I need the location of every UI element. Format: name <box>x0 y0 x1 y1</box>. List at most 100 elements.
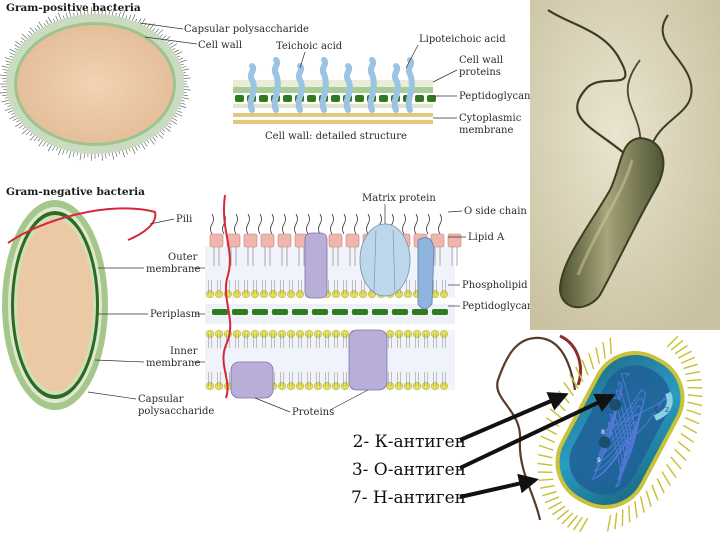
gram-negative-title: Gram-negative bacteria <box>6 186 145 198</box>
teichoic-acid-chains <box>247 57 415 113</box>
pilus <box>7 207 157 244</box>
teichoic-chain <box>405 57 415 113</box>
fimbria <box>680 433 694 443</box>
phospholipid-head <box>269 290 277 298</box>
capsule-hair <box>29 134 36 141</box>
phospholipid-head <box>287 382 295 390</box>
gn-peptidoglycan-bead <box>212 309 228 315</box>
capsule-hair <box>105 152 107 159</box>
antigen-h-label: 7- Н-антиген <box>350 488 466 508</box>
o-side-chain <box>318 213 322 235</box>
flagellum-1 <box>547 9 633 161</box>
phospholipid-head <box>251 330 259 338</box>
gram-positive-cell <box>17 25 173 143</box>
3d-nucleoid <box>591 372 667 488</box>
fimbria <box>548 501 562 510</box>
marker-z: Z <box>665 407 669 414</box>
label-o-side-chain: O side chain <box>464 206 527 217</box>
capsule-hair <box>68 150 72 159</box>
fimbria <box>656 478 665 494</box>
phospholipid-head <box>440 290 448 298</box>
fimbria <box>575 366 584 382</box>
fimbria <box>556 509 570 520</box>
teichoic-chain <box>343 63 353 113</box>
fimbria <box>609 337 612 355</box>
capsule-hair <box>181 68 190 71</box>
fimbria <box>607 515 612 532</box>
marker-9: 9 <box>597 457 601 464</box>
fimbria <box>670 456 682 470</box>
gram-negative-envelope-detail <box>205 194 462 399</box>
label-cytoplasmic-membrane-2: membrane <box>459 125 513 136</box>
phospholipid-head <box>395 382 403 390</box>
gn-peptidoglycan-bead <box>392 309 408 315</box>
phospholipid-head <box>404 290 412 298</box>
o-side-chain <box>342 213 346 235</box>
peptidoglycan-bead <box>355 95 364 102</box>
teichoic-chain <box>391 63 401 113</box>
phospholipid-head <box>296 382 304 390</box>
label-gp-peptidoglycan: Peptidoglycan <box>459 91 531 102</box>
fimbria <box>686 378 702 382</box>
capsule-hair <box>169 43 178 49</box>
lipid-a-head <box>328 233 343 248</box>
o-side-chain <box>330 213 334 235</box>
teichoic-chain <box>295 63 305 113</box>
lipid-a-head <box>277 233 292 248</box>
lipid-a-head <box>447 233 462 248</box>
capsule-hair <box>128 14 132 21</box>
label-inner-membrane-2: membrane <box>146 358 200 369</box>
label-gn-capsular-2: polysaccharide <box>138 406 214 417</box>
capsule-hair <box>157 29 164 36</box>
peptidoglycan-bead <box>379 95 388 102</box>
phospholipid-head <box>233 290 241 298</box>
label-inner-membrane: Inner <box>170 346 198 357</box>
gn-peptidoglycan-bead <box>272 309 288 315</box>
label-cell-wall-proteins-2: proteins <box>459 67 501 78</box>
capsule-hair <box>131 146 136 155</box>
capsule-hair <box>181 97 190 100</box>
fimbria <box>685 417 700 425</box>
fimbria <box>685 371 701 376</box>
capsule-hair <box>65 12 69 19</box>
peptidoglycan-layer <box>235 95 436 102</box>
fimbria <box>687 401 703 407</box>
capsule-hair <box>1 99 10 103</box>
phospholipid-head <box>386 330 394 338</box>
fimbria <box>579 517 589 533</box>
capsule-hair <box>47 16 53 24</box>
capsule-hair <box>176 110 182 113</box>
capsule-hair <box>140 18 146 26</box>
antigen-k-label: 2- К-антиген <box>352 432 466 452</box>
phospholipid-head <box>323 330 331 338</box>
phospholipid-head <box>440 382 448 390</box>
label-cytoplasmic-membrane: Cytoplasmic <box>459 113 522 124</box>
phospholipid-head <box>440 330 448 338</box>
gram-negative-panel: Gram-negative bacteria Pili <box>2 186 534 418</box>
label-outer-membrane: Outer <box>168 252 198 263</box>
capsule-hair <box>154 28 160 34</box>
phospholipid-head <box>386 382 394 390</box>
capsule-hair <box>57 12 62 21</box>
capsule-hair <box>178 105 187 109</box>
fimbria <box>687 394 703 398</box>
capsule-hair <box>38 139 44 147</box>
fimbria <box>581 359 589 376</box>
peptidoglycan-bead <box>259 95 268 102</box>
fimbria <box>561 512 574 525</box>
phospholipid-head <box>413 382 421 390</box>
phospholipid-head <box>215 290 223 298</box>
peptidoglycan-bead <box>427 95 436 102</box>
capsule-hair <box>151 136 157 142</box>
label-gn-peptidoglycan: Peptidoglycan <box>462 301 534 312</box>
fimbria <box>567 515 578 528</box>
3d-flagellum <box>496 336 577 521</box>
antigen-o-label: 3- О-антиген <box>351 460 466 480</box>
peptidoglycan-bead <box>415 95 424 102</box>
o-side-chain <box>210 213 214 235</box>
phospholipid-head <box>206 382 214 390</box>
peptidoglycan-bead <box>331 95 340 102</box>
label-gn-capsular: Capsular <box>138 394 184 405</box>
capsule-hair <box>111 8 115 17</box>
phospholipid-head <box>260 290 268 298</box>
